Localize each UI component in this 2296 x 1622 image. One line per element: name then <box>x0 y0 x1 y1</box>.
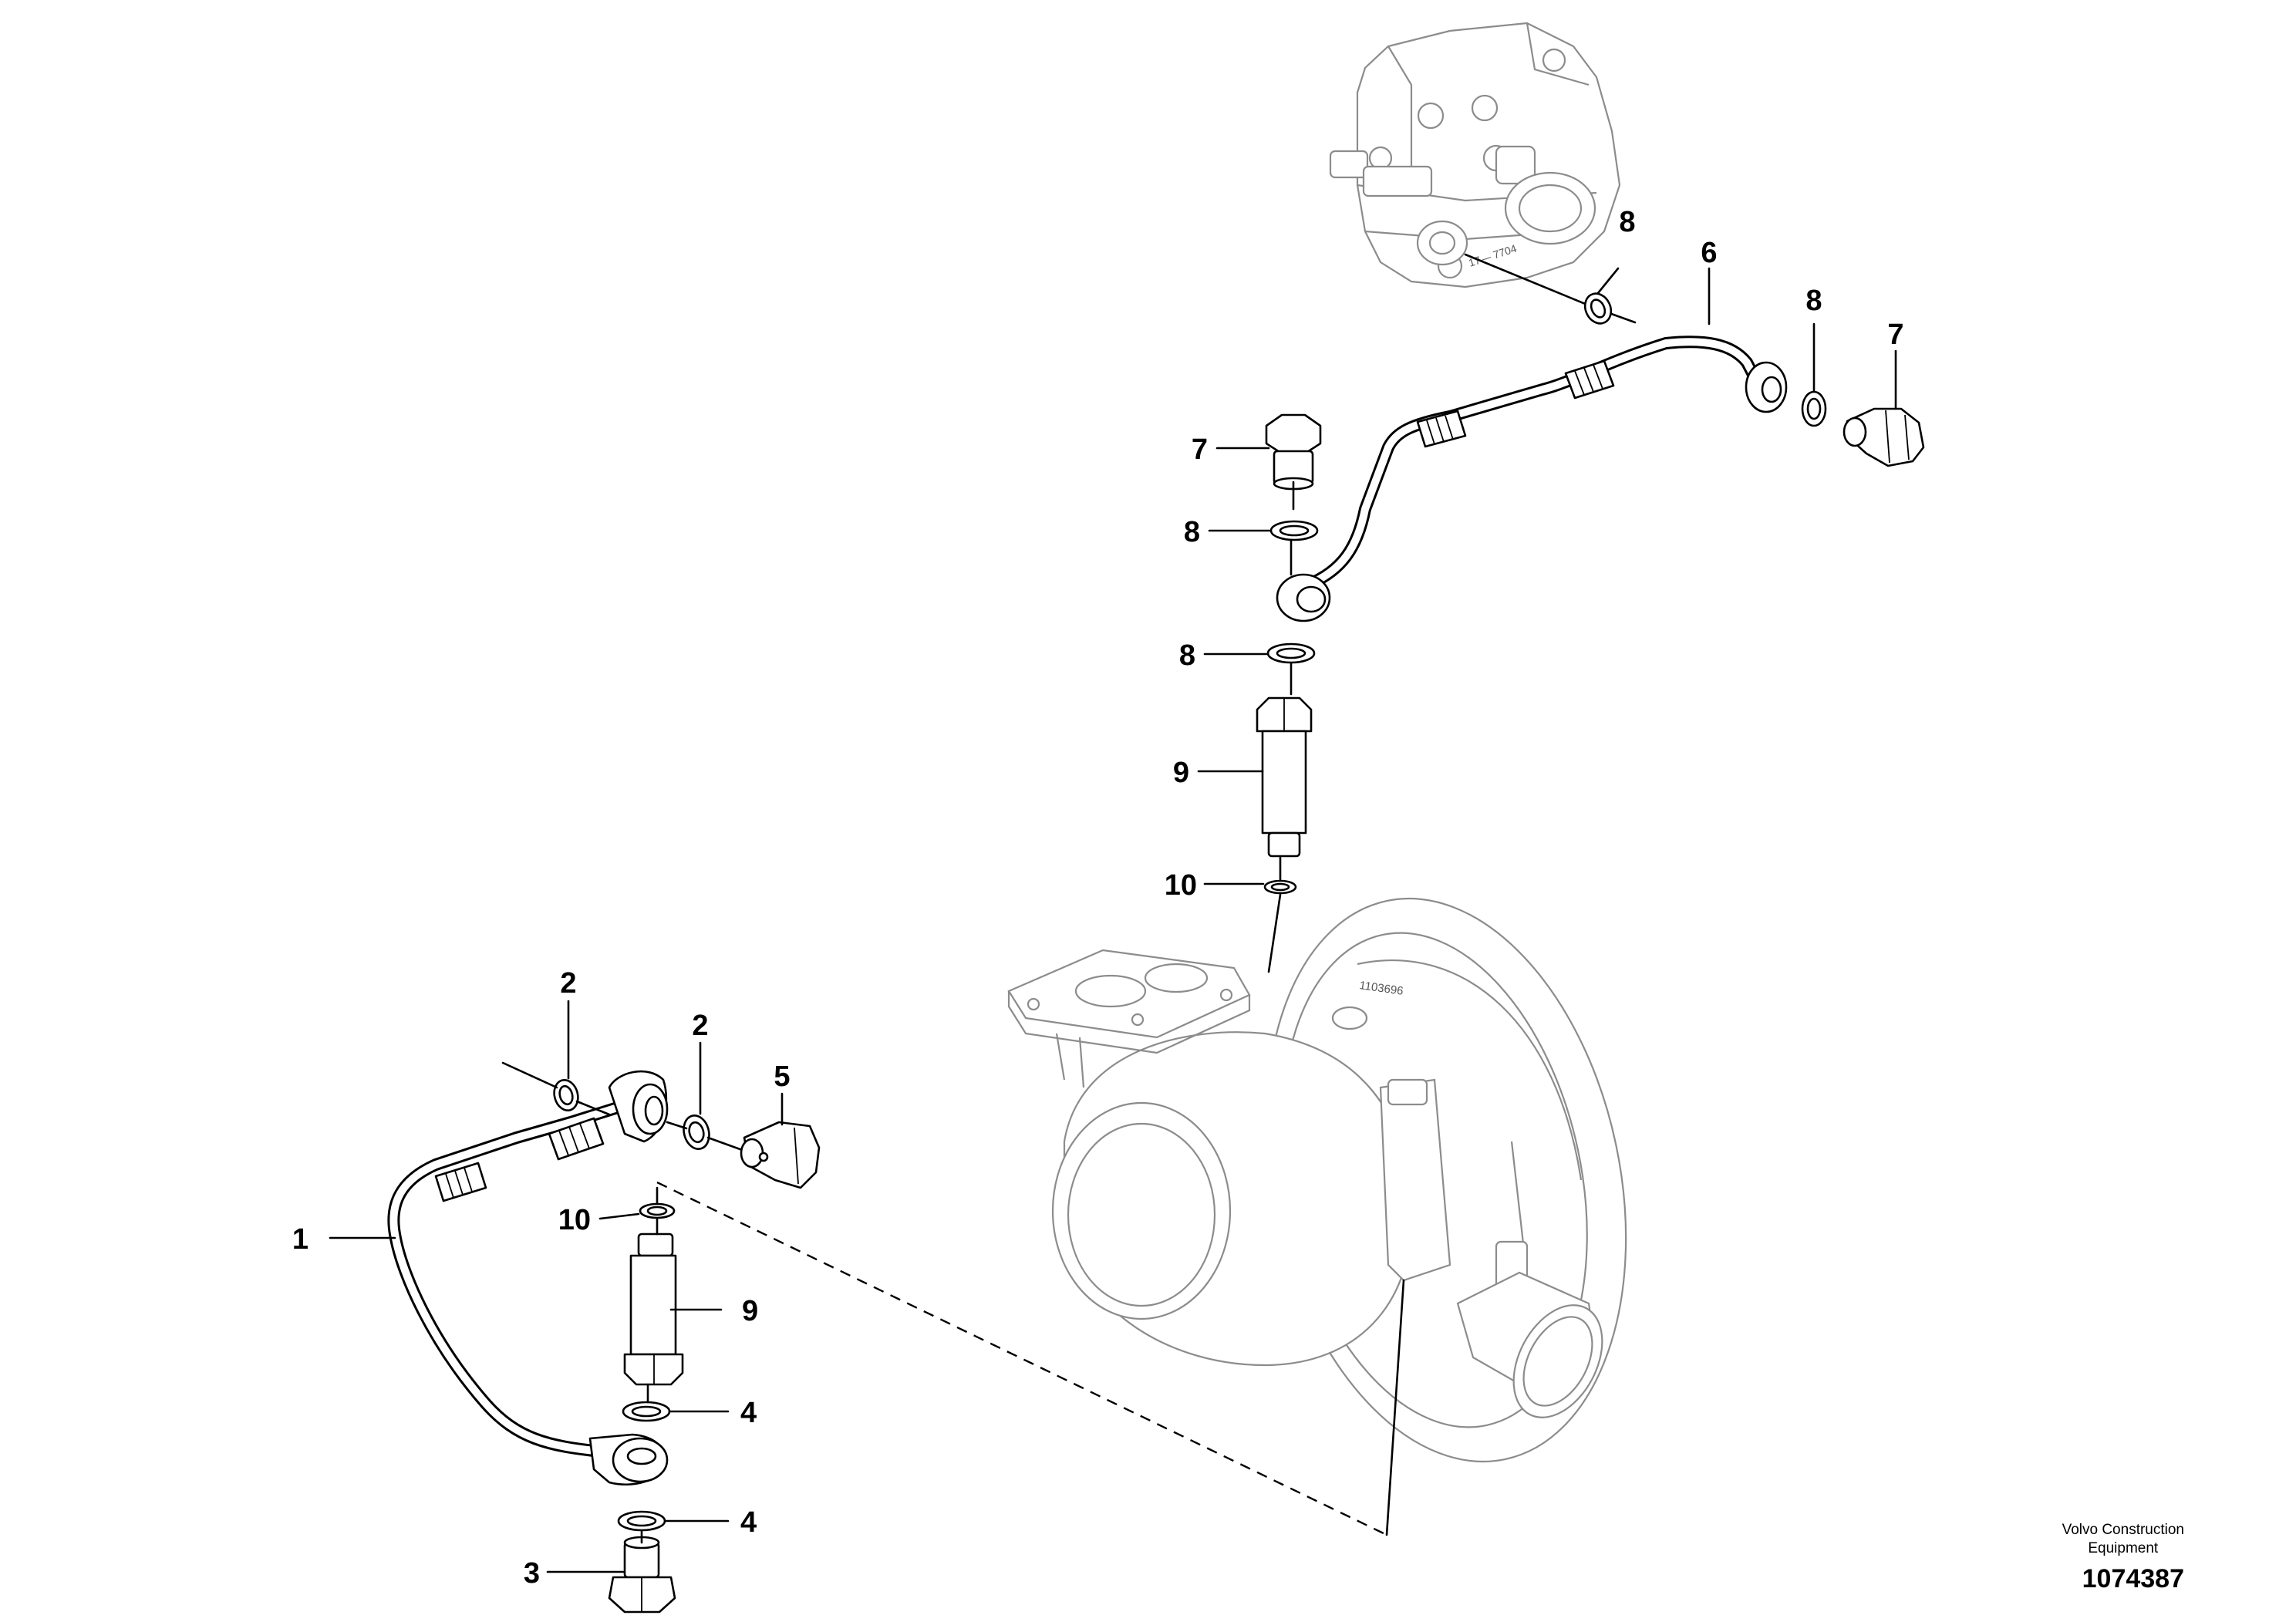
hydraulic-pump-housing: 17— 7704 <box>1329 22 1621 288</box>
callout-5: 5 <box>774 1061 790 1093</box>
dashed-assembly-line <box>656 1181 1387 1536</box>
sealing-ring-4-upper <box>622 1401 671 1422</box>
brand-text: Volvo Construction Equipment <box>2062 1521 2184 1558</box>
sealing-ring-8-lower <box>1266 642 1316 664</box>
callout-10-upper: 10 <box>1165 869 1197 902</box>
pipe-1-banjo-upper <box>608 1070 669 1143</box>
banjo-bolt-7-top <box>1265 413 1322 491</box>
callout-2-right: 2 <box>692 1010 708 1042</box>
sealing-ring-8-upper <box>1269 520 1319 541</box>
pipe-6-sleeve-left <box>1416 410 1467 448</box>
callout-2-left: 2 <box>560 967 576 1000</box>
callout-6: 6 <box>1701 237 1717 269</box>
sealing-ring-2-left <box>553 1078 579 1112</box>
banjo-bolt-7-right <box>1843 407 1925 467</box>
axis-banjo-1 <box>666 1121 746 1152</box>
callout-9-lower: 9 <box>742 1295 758 1327</box>
brand-line-2: Equipment <box>2088 1540 2159 1556</box>
callout-10-lower: 10 <box>558 1204 591 1236</box>
banjo-bolt-3 <box>608 1536 676 1614</box>
axis-lower-assembly <box>640 1186 659 1544</box>
figure-number: 1074387 <box>2082 1564 2184 1593</box>
axis-upper-assembly <box>1267 481 1295 973</box>
connector-9-lower <box>623 1233 684 1386</box>
pipe-1-sleeve-left <box>434 1162 487 1202</box>
callout-8-upper: 8 <box>1184 516 1200 548</box>
ring-2-left-leader <box>501 1061 611 1116</box>
pipe-6-banjo-right <box>1745 361 1788 413</box>
banjo-bolt-5 <box>740 1121 821 1189</box>
callout-9-upper: 9 <box>1173 757 1189 789</box>
callout-4-lower: 4 <box>740 1506 757 1539</box>
callout-8-right: 8 <box>1805 285 1822 317</box>
callout-1: 1 <box>292 1223 308 1256</box>
pipe-6-sleeve-right <box>1564 359 1615 400</box>
sealing-ring-2-right <box>683 1114 710 1150</box>
oil-pipe-6 <box>1276 336 1788 622</box>
callout-8-pump: 8 <box>1619 206 1635 238</box>
oil-pipe-1 <box>387 1070 669 1486</box>
callout-7-top: 7 <box>1192 433 1208 466</box>
pipe-1-banjo-lower <box>588 1433 669 1486</box>
callout-4-upper: 4 <box>740 1397 757 1429</box>
brand-line-1: Volvo Construction <box>2062 1522 2184 1538</box>
oil-return-leader <box>1385 1279 1405 1536</box>
pipe-6-banjo-lower <box>1276 573 1331 622</box>
callout-7-right: 7 <box>1887 319 1903 351</box>
pipe-1-sleeve-right <box>548 1117 605 1161</box>
sealing-ring-10-lower <box>639 1202 676 1219</box>
sealing-ring-8-pump <box>1583 292 1613 325</box>
callout-8-lower: 8 <box>1179 639 1195 672</box>
turbocharger: 1103696 <box>1007 897 1627 1463</box>
sealing-ring-8-right <box>1801 390 1827 427</box>
sealing-ring-10-upper <box>1263 879 1297 895</box>
sealing-ring-4-lower <box>617 1510 666 1532</box>
connector-9-upper <box>1256 696 1313 858</box>
callout-3: 3 <box>524 1557 540 1590</box>
callout-leaders <box>329 267 1897 1573</box>
